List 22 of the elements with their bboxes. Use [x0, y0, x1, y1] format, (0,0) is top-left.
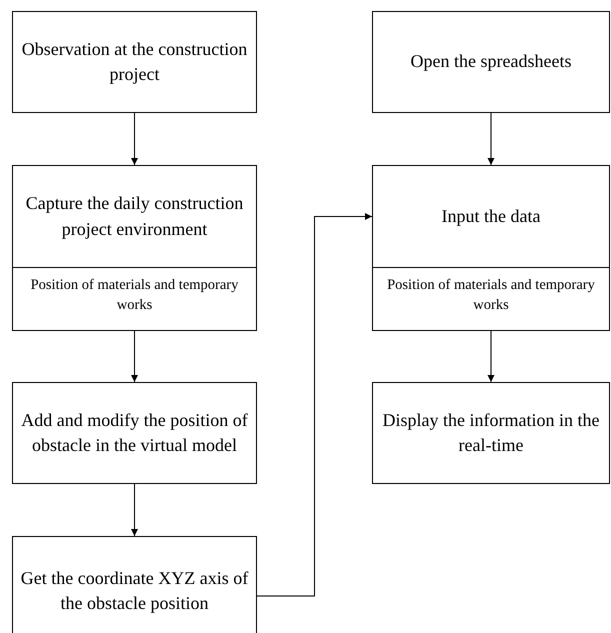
- step-text: Display the information in the real-time: [382, 408, 600, 457]
- arrow: [131, 112, 138, 166]
- process-box-with-note: [12, 165, 257, 331]
- note-text: Position of materials and temporary works: [30, 276, 240, 315]
- step-text: Input the data: [442, 204, 540, 228]
- step-text: Add and modify the position of obstacle in the virtual model: [20, 408, 249, 457]
- arrow: [256, 213, 372, 596]
- process-box: [12, 11, 257, 113]
- process-box: [372, 11, 610, 113]
- process-box: [12, 382, 257, 484]
- process-box: [12, 536, 257, 633]
- step-text: Capture the daily construction project environment: [24, 192, 244, 241]
- step-text: Observation at the construction project: [20, 38, 248, 86]
- step-text: Get the coordinate XYZ axis of the obstacle position: [20, 566, 250, 615]
- arrow: [131, 330, 138, 382]
- process-box-with-note: [372, 165, 610, 331]
- arrow: [488, 330, 494, 382]
- step-text: Open the spreadsheets: [410, 50, 572, 74]
- arrow: [131, 484, 138, 536]
- process-box: [372, 382, 610, 484]
- note-text: Position of materials and temporary works: [386, 276, 596, 315]
- arrow: [488, 112, 494, 166]
